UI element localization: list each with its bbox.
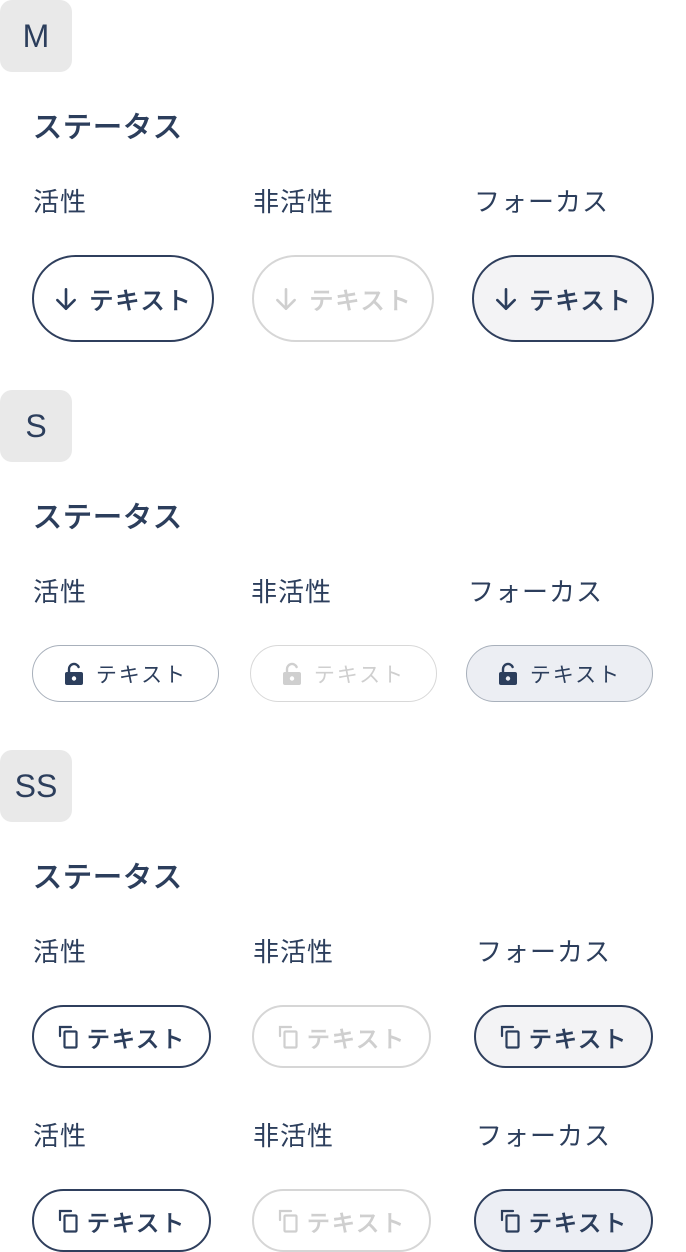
button-m-inactive[interactable]: テキスト [252,255,434,342]
label-focus-ss-2: フォーカス [476,1122,612,1152]
unlock-icon [64,662,83,685]
unlock-icon [498,662,517,685]
button-label: テキスト [309,287,413,315]
button-label: テキスト [86,1210,187,1237]
label-active-ss-1: 活性 [33,938,88,968]
button-ss-inactive-2[interactable]: テキスト [252,1189,431,1252]
button-ss-focus-2[interactable]: テキスト [474,1189,653,1252]
copy-icon [278,1209,298,1233]
label-inactive-ss-1: 非活性 [253,938,335,968]
button-ss-active-2[interactable]: テキスト [32,1189,211,1252]
button-label: テキスト [313,662,406,687]
button-label: テキスト [86,1026,187,1053]
unlock-icon [282,662,301,685]
label-inactive-s: 非活性 [251,578,333,608]
button-s-inactive[interactable]: テキスト [250,645,437,702]
arrow-down-icon [56,287,77,310]
button-s-active[interactable]: テキスト [32,645,219,702]
button-ss-focus[interactable]: テキスト [474,1005,653,1068]
size-badge-m: M [0,0,72,72]
status-heading-s: ステータス [33,500,184,534]
button-s-focus[interactable]: テキスト [466,645,653,702]
copy-icon [500,1209,520,1233]
label-inactive-ss-2: 非活性 [253,1122,335,1152]
button-label: テキスト [528,1210,629,1237]
label-active-s: 活性 [33,578,88,608]
copy-icon [58,1209,78,1233]
size-badge-s: S [0,390,72,462]
label-inactive-m: 非活性 [253,188,335,218]
arrow-down-icon [276,287,297,310]
button-label: テキスト [528,1026,629,1053]
label-active-m: 活性 [33,188,88,218]
button-label: テキスト [95,662,188,687]
size-badge-ss: SS [0,750,72,822]
label-focus-m: フォーカス [474,188,610,218]
arrow-down-icon [496,287,517,310]
button-ss-active[interactable]: テキスト [32,1005,211,1068]
button-m-active[interactable]: テキスト [32,255,214,342]
copy-icon [500,1025,520,1049]
button-label: テキスト [306,1210,407,1237]
button-label: テキスト [529,287,633,315]
copy-icon [278,1025,298,1049]
button-m-focus[interactable]: テキスト [472,255,654,342]
label-focus-s: フォーカス [468,578,604,608]
button-label: テキスト [306,1026,407,1053]
copy-icon [58,1025,78,1049]
button-label: テキスト [529,662,622,687]
label-active-ss-2: 活性 [33,1122,88,1152]
button-label: テキスト [89,287,193,315]
status-heading-ss: ステータス [33,860,184,894]
button-ss-inactive[interactable]: テキスト [252,1005,431,1068]
label-focus-ss-1: フォーカス [476,938,612,968]
status-heading-m: ステータス [33,110,184,144]
